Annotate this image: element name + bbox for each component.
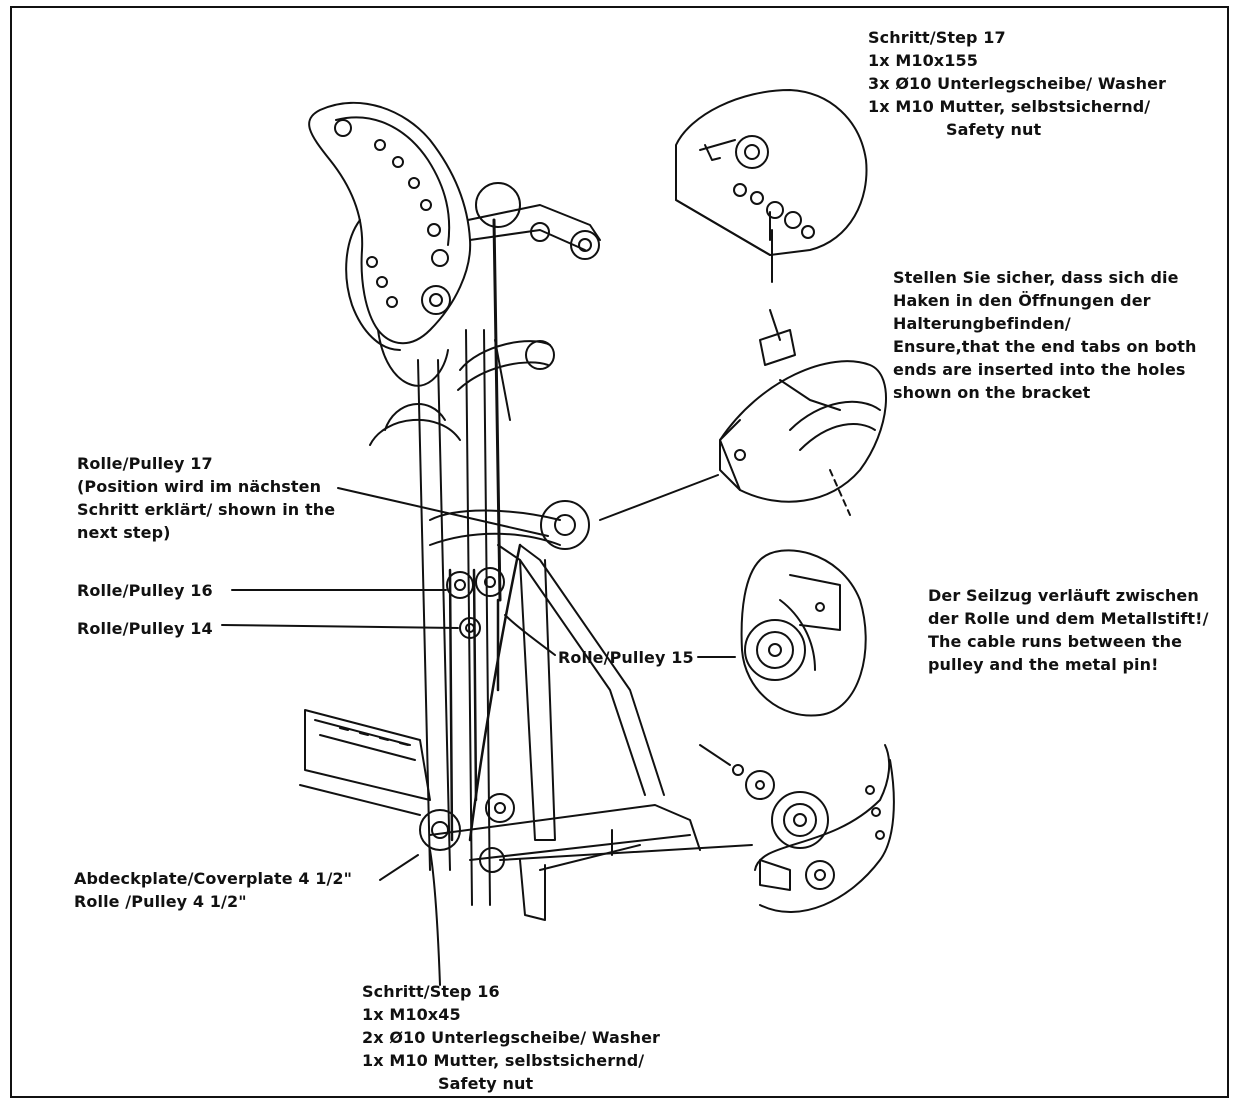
step17-label: Schritt/Step 17 1x M10x155 3x Ø10 Unterl…: [868, 26, 1166, 141]
step16-label: Schritt/Step 16 1x M10x45 2x Ø10 Unterle…: [362, 980, 660, 1095]
ensure-line-3: Halterungbefinden/: [893, 314, 1071, 333]
coverplate-label: Abdeckplate/Coverplate 4 1/2" Rolle /Pul…: [74, 867, 352, 913]
coverplate-line-1: Abdeckplate/Coverplate 4 1/2": [74, 869, 353, 888]
detail-pulley-pin: [740, 549, 867, 717]
detail-pulley-exploded: [699, 744, 895, 914]
cable-note-line-4: pulley and the metal pin!: [928, 655, 1159, 674]
pulley17-title: Rolle/Pulley 17: [77, 454, 213, 473]
detail-bracket: [719, 309, 887, 516]
cable-note-line-3: The cable runs between the: [928, 632, 1183, 651]
pulley16-label: Rolle/Pulley 16: [77, 581, 213, 600]
leader-lines: [221, 229, 773, 986]
step17-bolt: 1x M10x155: [868, 51, 978, 70]
pulley14-label: Rolle/Pulley 14: [77, 619, 213, 638]
step17-title: Schritt/Step 17: [868, 28, 1006, 47]
pulley17-note-1: (Position wird im nächsten: [77, 477, 322, 496]
ensure-line-4: Ensure,that the end tabs on both: [893, 337, 1197, 356]
ensure-line-1: Stellen Sie sicher, dass sich die: [893, 268, 1179, 287]
step16-safety-nut: Safety nut: [438, 1074, 534, 1093]
step16-washer: 2x Ø10 Unterlegscheibe/ Washer: [362, 1028, 661, 1047]
cable-note-line-2: der Rolle und dem Metallstift!/: [928, 609, 1209, 628]
step16-nut: 1x M10 Mutter, selbstsichernd/: [362, 1051, 645, 1070]
pulley15-label: Rolle/Pulley 15: [558, 648, 694, 667]
page-frame: [10, 6, 1229, 1098]
step17-washer: 3x Ø10 Unterlegscheibe/ Washer: [868, 74, 1167, 93]
step17-nut: 1x M10 Mutter, selbstsichernd/: [868, 97, 1151, 116]
ensure-line-5: ends are inserted into the holes: [893, 360, 1186, 379]
detail-step17: [675, 89, 868, 256]
main-frame: [369, 218, 701, 921]
coverplate-line-2: Rolle /Pulley 4 1/2": [74, 892, 247, 911]
upper-arm-assembly: [308, 101, 601, 387]
pulley17-label: Rolle/Pulley 17 (Position wird im nächst…: [77, 452, 335, 544]
lower-arm: [299, 709, 431, 816]
cable-lines: [448, 543, 522, 842]
pulley17-note-2: Schritt erklärt/ shown in the: [77, 500, 336, 519]
step16-title: Schritt/Step 16: [362, 982, 500, 1001]
ensure-line-6: shown on the bracket: [893, 383, 1091, 402]
cable-note: Der Seilzug verläuft zwischen der Rolle …: [928, 584, 1209, 676]
cable-note-line-1: Der Seilzug verläuft zwischen: [928, 586, 1199, 605]
ensure-note: Stellen Sie sicher, dass sich die Haken …: [893, 266, 1196, 404]
ensure-line-2: Haken in den Öffnungen der: [893, 291, 1151, 310]
step17-safety-nut: Safety nut: [946, 120, 1042, 139]
pulley17-note-3: next step): [77, 523, 171, 542]
step16-bolt: 1x M10x45: [362, 1005, 461, 1024]
